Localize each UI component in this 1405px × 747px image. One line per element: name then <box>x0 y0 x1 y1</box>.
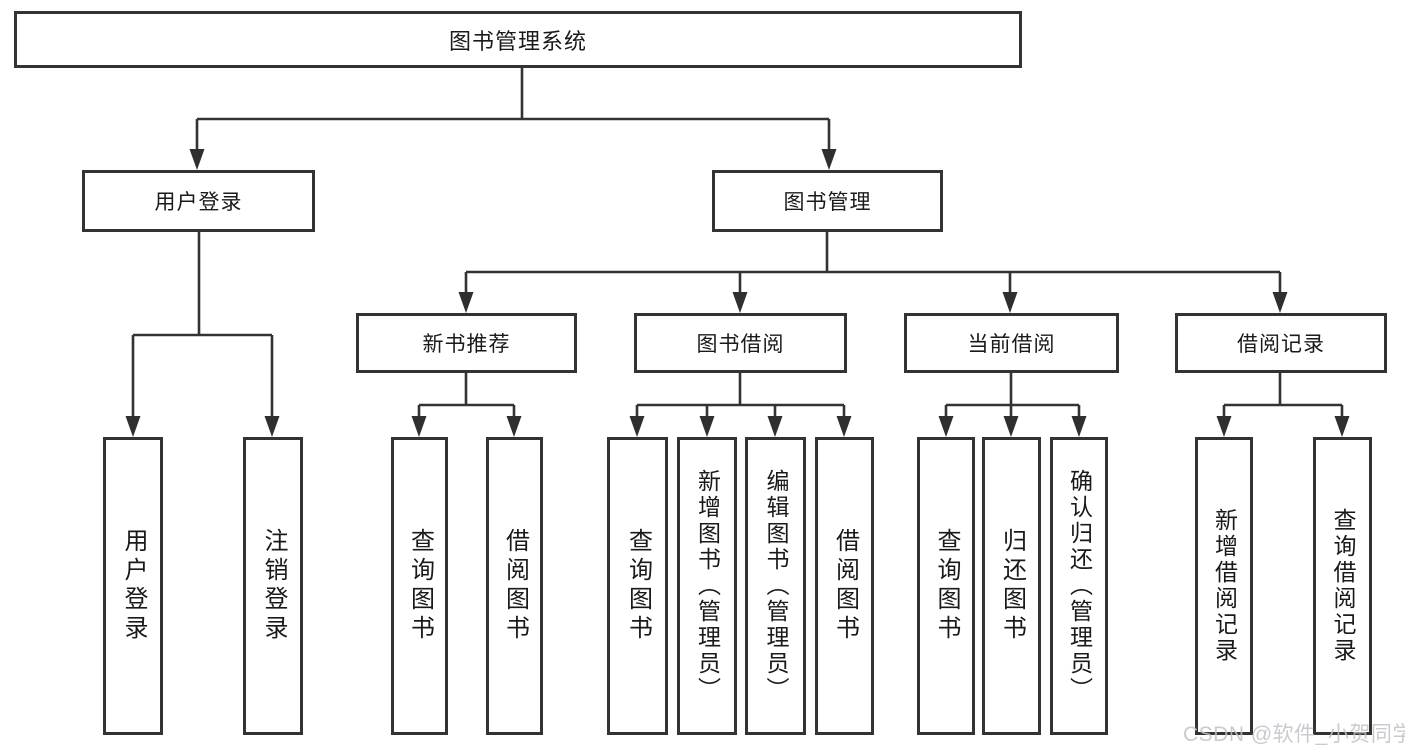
node-label: 编辑图书（管理员） <box>763 469 789 703</box>
node-label: 查询图书 <box>406 528 434 644</box>
node-label: 借阅记录 <box>1237 333 1325 356</box>
node-label: 查询图书 <box>933 528 960 644</box>
node-new-book-recommendation: 新书推荐 <box>356 313 577 373</box>
node-label: 借阅图书 <box>831 528 859 644</box>
node-label: 新增借阅记录 <box>1211 508 1238 664</box>
node-label: 查询借阅记录 <box>1330 508 1356 664</box>
leaf-add-borrow-record: 新增借阅记录 <box>1195 437 1253 735</box>
node-book-borrowing: 图书借阅 <box>634 313 847 373</box>
node-current-borrowing: 当前借阅 <box>904 313 1119 373</box>
node-label: 新书推荐 <box>422 333 511 356</box>
leaf-query-borrow-record: 查询借阅记录 <box>1313 437 1372 735</box>
node-book-management-branch: 图书管理 <box>712 170 943 232</box>
leaf-user-login: 用户登录 <box>103 437 163 735</box>
node-borrowing-records: 借阅记录 <box>1175 313 1387 373</box>
node-label: 用户登录 <box>120 528 147 644</box>
node-user-login-branch: 用户登录 <box>82 170 315 232</box>
node-library-management-system: 图书管理系统 <box>14 11 1022 68</box>
leaf-query-books-borrow: 查询图书 <box>607 437 668 735</box>
node-label: 注销登录 <box>260 528 287 644</box>
node-label: 借阅图书 <box>501 528 529 644</box>
leaf-return-books: 归还图书 <box>982 437 1041 735</box>
leaf-logout: 注销登录 <box>243 437 303 735</box>
leaf-confirm-return-admin: 确认归还（管理员） <box>1050 437 1108 735</box>
leaf-edit-books-admin: 编辑图书（管理员） <box>745 437 806 735</box>
node-label: 图书借阅 <box>696 333 785 356</box>
leaf-query-books-current: 查询图书 <box>917 437 975 735</box>
leaf-borrow-books: 借阅图书 <box>815 437 874 735</box>
leaf-query-books-recommend: 查询图书 <box>391 437 448 735</box>
node-label: 用户登录 <box>154 191 243 214</box>
node-label: 归还图书 <box>998 528 1026 644</box>
node-label: 图书管理 <box>783 191 872 214</box>
node-label: 当前借阅 <box>967 333 1056 356</box>
node-label: 确认归还（管理员） <box>1066 469 1093 703</box>
node-label: 新增图书（管理员） <box>694 469 721 703</box>
leaf-add-books-admin: 新增图书（管理员） <box>677 437 737 735</box>
csdn-watermark: CSDN @软件_小贺同学 <box>1183 723 1405 746</box>
node-label: 图书管理系统 <box>448 28 587 54</box>
leaf-borrow-books-recommend: 借阅图书 <box>486 437 543 735</box>
node-label: 查询图书 <box>624 528 652 644</box>
